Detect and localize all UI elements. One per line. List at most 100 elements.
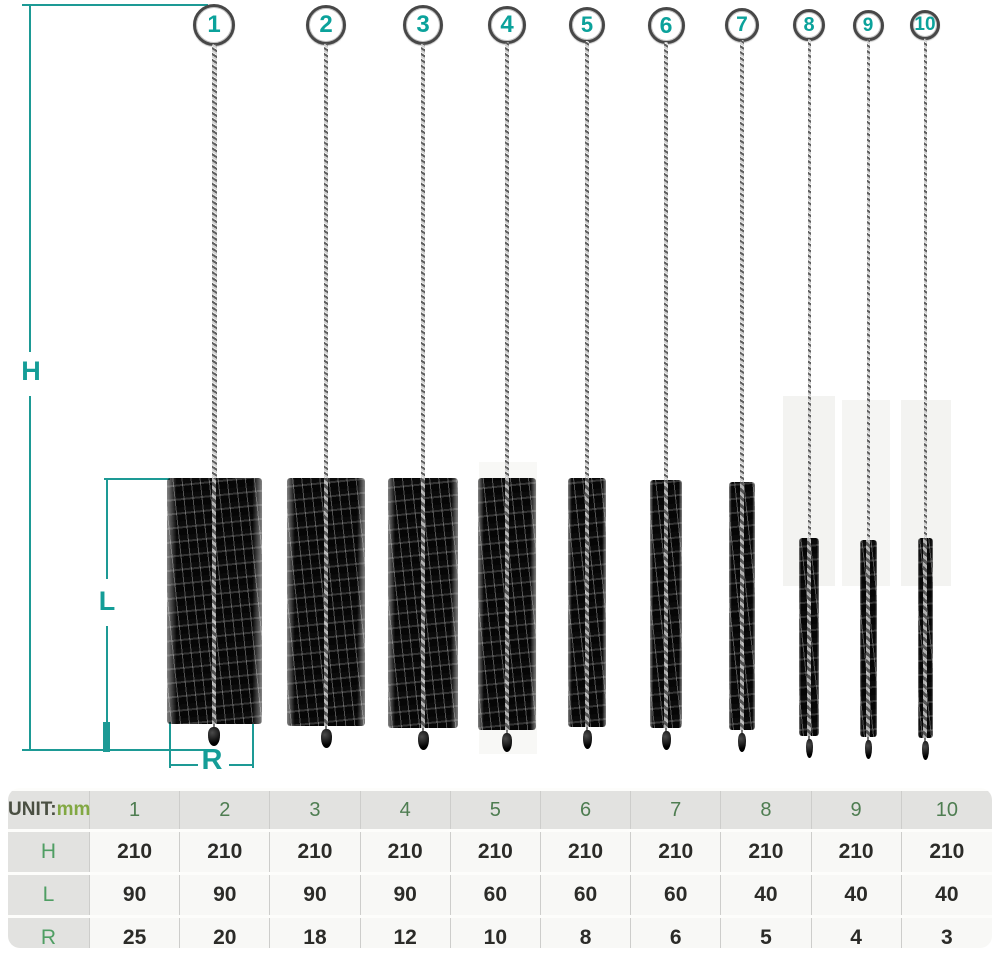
brush-number-label: 8 [803,13,815,36]
dim-l-top-tick [104,478,170,480]
brush-tip [417,731,429,750]
value-cell: 90 [360,875,451,915]
brush-tip [208,727,220,746]
row-header: R [8,918,90,948]
value-cell: 210 [180,832,271,872]
value-cell: 12 [360,918,451,948]
value-cell: 210 [901,832,992,872]
dim-l-end-bar [103,722,110,752]
brush-bristles [166,478,262,724]
value-cell: 210 [270,832,361,872]
value-cell: 210 [631,832,722,872]
brush-tip [502,733,512,752]
brush-stem [505,42,509,482]
value-cell: 40 [721,875,812,915]
value-cell: 40 [901,875,992,915]
value-cell: 3 [901,918,992,948]
value-cell: 4 [811,918,902,948]
brush-loop: 4 [488,6,526,44]
brush-stem [866,39,870,544]
brush-tip-neck [506,730,508,735]
brush-bristles [917,538,933,738]
brush-tip-neck [325,726,327,731]
brush-loop: 2 [306,5,346,45]
brush-tip-neck [665,728,667,733]
brush-loop: 9 [852,10,884,41]
column-header: 5 [450,791,541,829]
column-header: 1 [90,791,181,829]
value-cell: 5 [721,918,812,948]
column-header: 6 [540,791,632,829]
brush-stem [923,38,927,542]
brush-loop: 3 [403,5,443,45]
column-header: 10 [901,791,992,829]
brush-tip-neck [213,724,215,729]
brush-number-label: 9 [862,14,874,36]
value-cell: 18 [270,918,361,948]
value-cell: 210 [450,832,541,872]
column-header: 3 [270,791,361,829]
brush-bristles [729,482,755,730]
value-cell: 60 [540,875,632,915]
brush-tip [805,739,813,758]
column-header: 2 [180,791,271,829]
value-cell: 210 [90,832,181,872]
brush-tip [661,731,671,750]
brush-loop: 8 [793,9,825,41]
unit-prefix-label: UNIT: [8,799,57,820]
dim-l-line-upper [106,479,108,579]
dim-r-label: R [201,744,223,776]
brush-number-label: 3 [416,11,430,38]
brush-stem [421,43,425,482]
brush-tip [582,730,592,749]
column-header: 7 [631,791,722,829]
brush-tip [864,740,872,759]
brush-number-label: 10 [914,14,936,35]
brush-tip-neck [867,737,869,742]
brush-tip-neck [741,730,743,735]
row-header: H [8,832,90,872]
brush-tip [320,729,332,748]
brush-tip-neck [422,728,424,733]
brush-stem [324,43,328,482]
value-cell: 6 [631,918,722,948]
brush-tip-neck [808,736,810,741]
value-cell: 40 [811,875,902,915]
value-cell: 90 [180,875,271,915]
value-cell: 25 [90,918,181,948]
value-cell: 210 [811,832,902,872]
brush-stem [585,41,589,482]
brush-number-label: 7 [736,13,748,36]
brush-bristles [650,480,682,728]
brush-tip [738,733,746,752]
brush-tip [921,741,929,760]
dim-r-line-left [170,764,198,766]
column-header: 9 [811,791,902,829]
dim-l-line-lower [106,626,108,722]
value-cell: 20 [180,918,271,948]
dim-r-left-tick [169,722,171,768]
brush-loop: 7 [725,8,759,42]
value-cell: 210 [540,832,632,872]
value-cell: 210 [360,832,451,872]
value-cell: 210 [721,832,812,872]
row-header: L [8,875,90,915]
value-cell: 10 [450,918,541,948]
dim-h-line-upper [29,4,31,352]
brush-bristles [859,540,877,737]
brush-bristles [287,478,365,726]
brush-number-label: 6 [659,12,673,38]
brush-stem [664,42,668,484]
brush-number-label: 4 [500,11,514,38]
value-cell: 60 [450,875,541,915]
brush-bristles [568,478,606,727]
brush-tip-neck [924,738,926,743]
brush-stem [211,44,217,482]
